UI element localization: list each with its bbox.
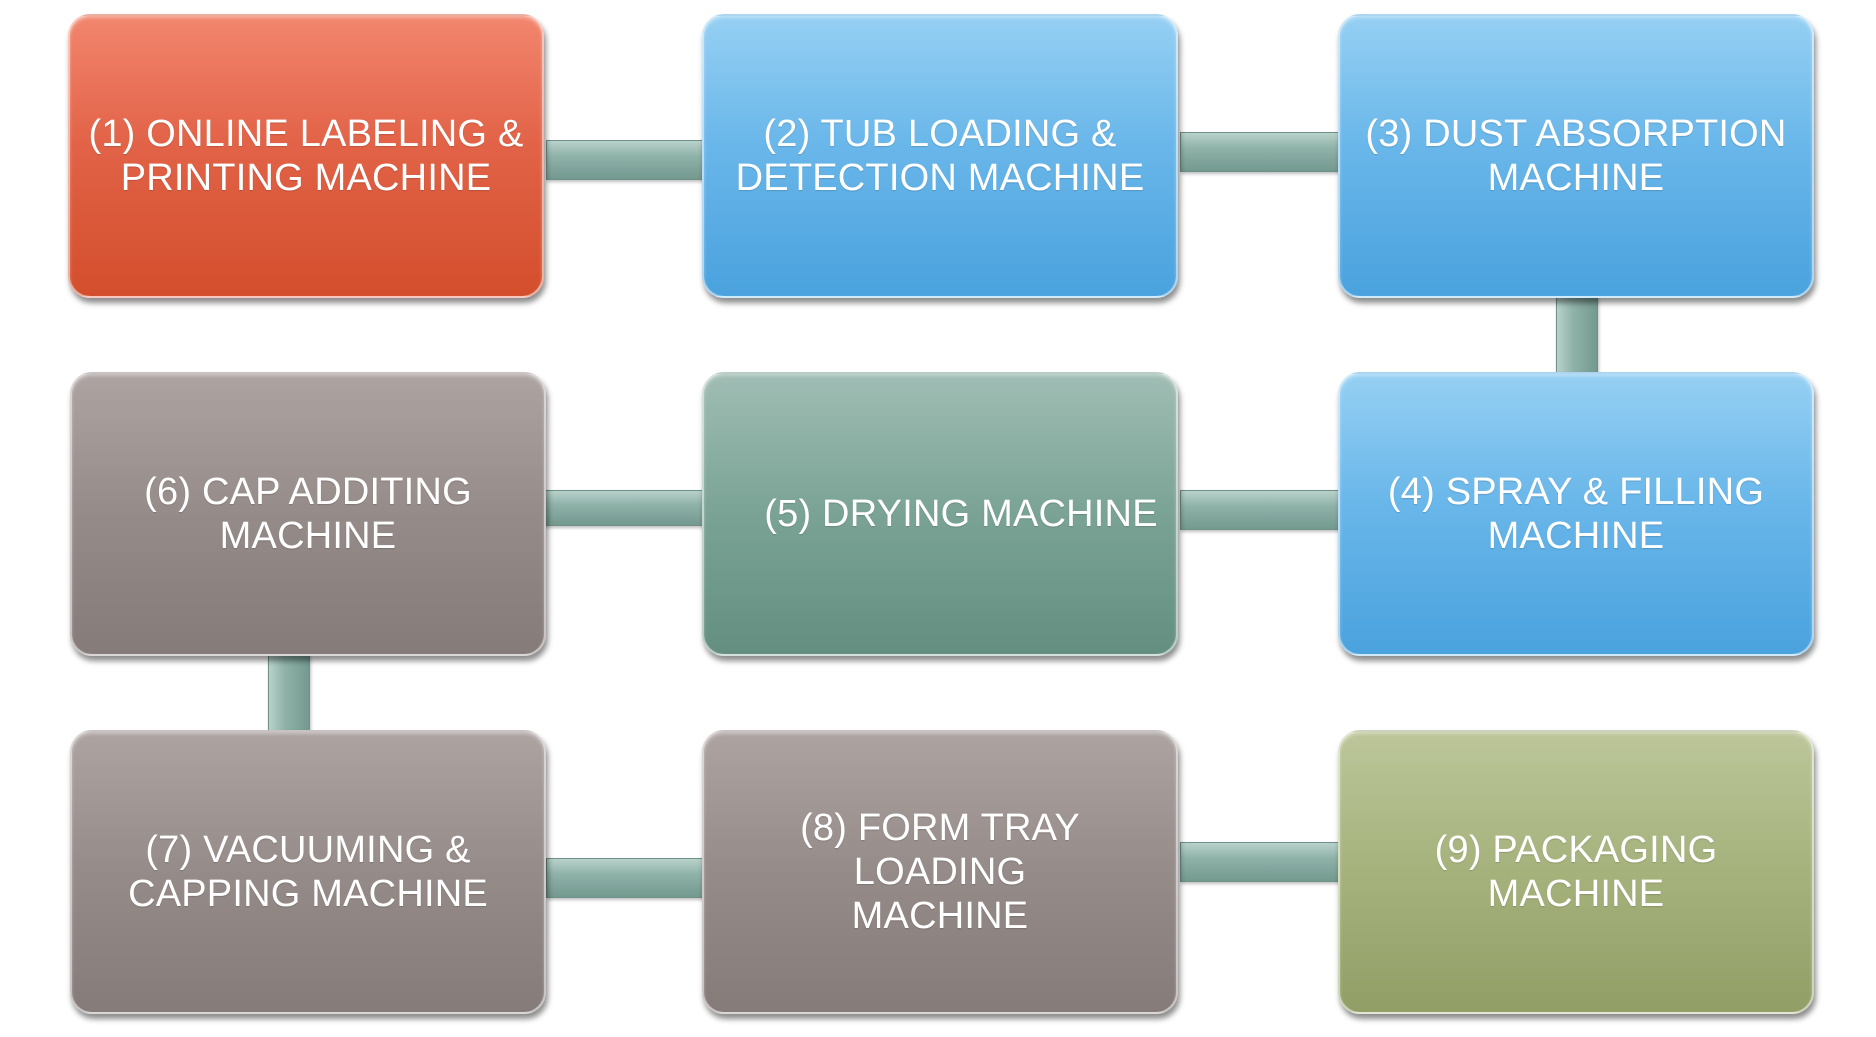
step-7-vacuuming-capping: (7) VACUUMING & CAPPING MACHINE (70, 730, 546, 1014)
step-6-label: (6) CAP ADDITING MACHINE (144, 471, 472, 557)
connector-1-2 (546, 140, 708, 180)
connector-3-4 (1556, 296, 1598, 378)
step-8-form-tray-loading: (8) FORM TRAY LOADING MACHINE (702, 730, 1178, 1014)
step-2-tub-loading-detection: (2) TUB LOADING & DETECTION MACHINE (702, 14, 1178, 298)
step-4-label: (4) SPRAY & FILLING MACHINE (1387, 471, 1765, 557)
step-6-cap-additing: (6) CAP ADDITING MACHINE (70, 372, 546, 656)
connector-4-5 (1180, 490, 1342, 530)
connector-6-7 (268, 654, 310, 736)
step-7-label: (7) VACUUMING & CAPPING MACHINE (128, 829, 488, 915)
step-1-online-labeling-printing: (1) ONLINE LABELING & PRINTING MACHINE (68, 14, 544, 298)
step-5-label: (5) DRYING MACHINE (764, 493, 1158, 535)
step-2-label: (2) TUB LOADING & DETECTION MACHINE (735, 113, 1145, 199)
connector-8-9 (1180, 842, 1342, 882)
step-3-label: (3) DUST ABSORPTION MACHINE (1365, 113, 1787, 199)
connector-7-8 (546, 858, 708, 898)
step-8-label: (8) FORM TRAY LOADING MACHINE (800, 807, 1080, 937)
step-3-dust-absorption: (3) DUST ABSORPTION MACHINE (1338, 14, 1814, 298)
step-9-label: (9) PACKAGING MACHINE (1434, 829, 1718, 915)
connector-2-3 (1180, 132, 1342, 172)
step-9-packaging: (9) PACKAGING MACHINE (1338, 730, 1814, 1014)
connector-5-6 (536, 490, 708, 526)
step-5-drying: (5) DRYING MACHINE (702, 372, 1178, 656)
step-4-spray-filling: (4) SPRAY & FILLING MACHINE (1338, 372, 1814, 656)
step-1-label: (1) ONLINE LABELING & PRINTING MACHINE (88, 113, 524, 199)
